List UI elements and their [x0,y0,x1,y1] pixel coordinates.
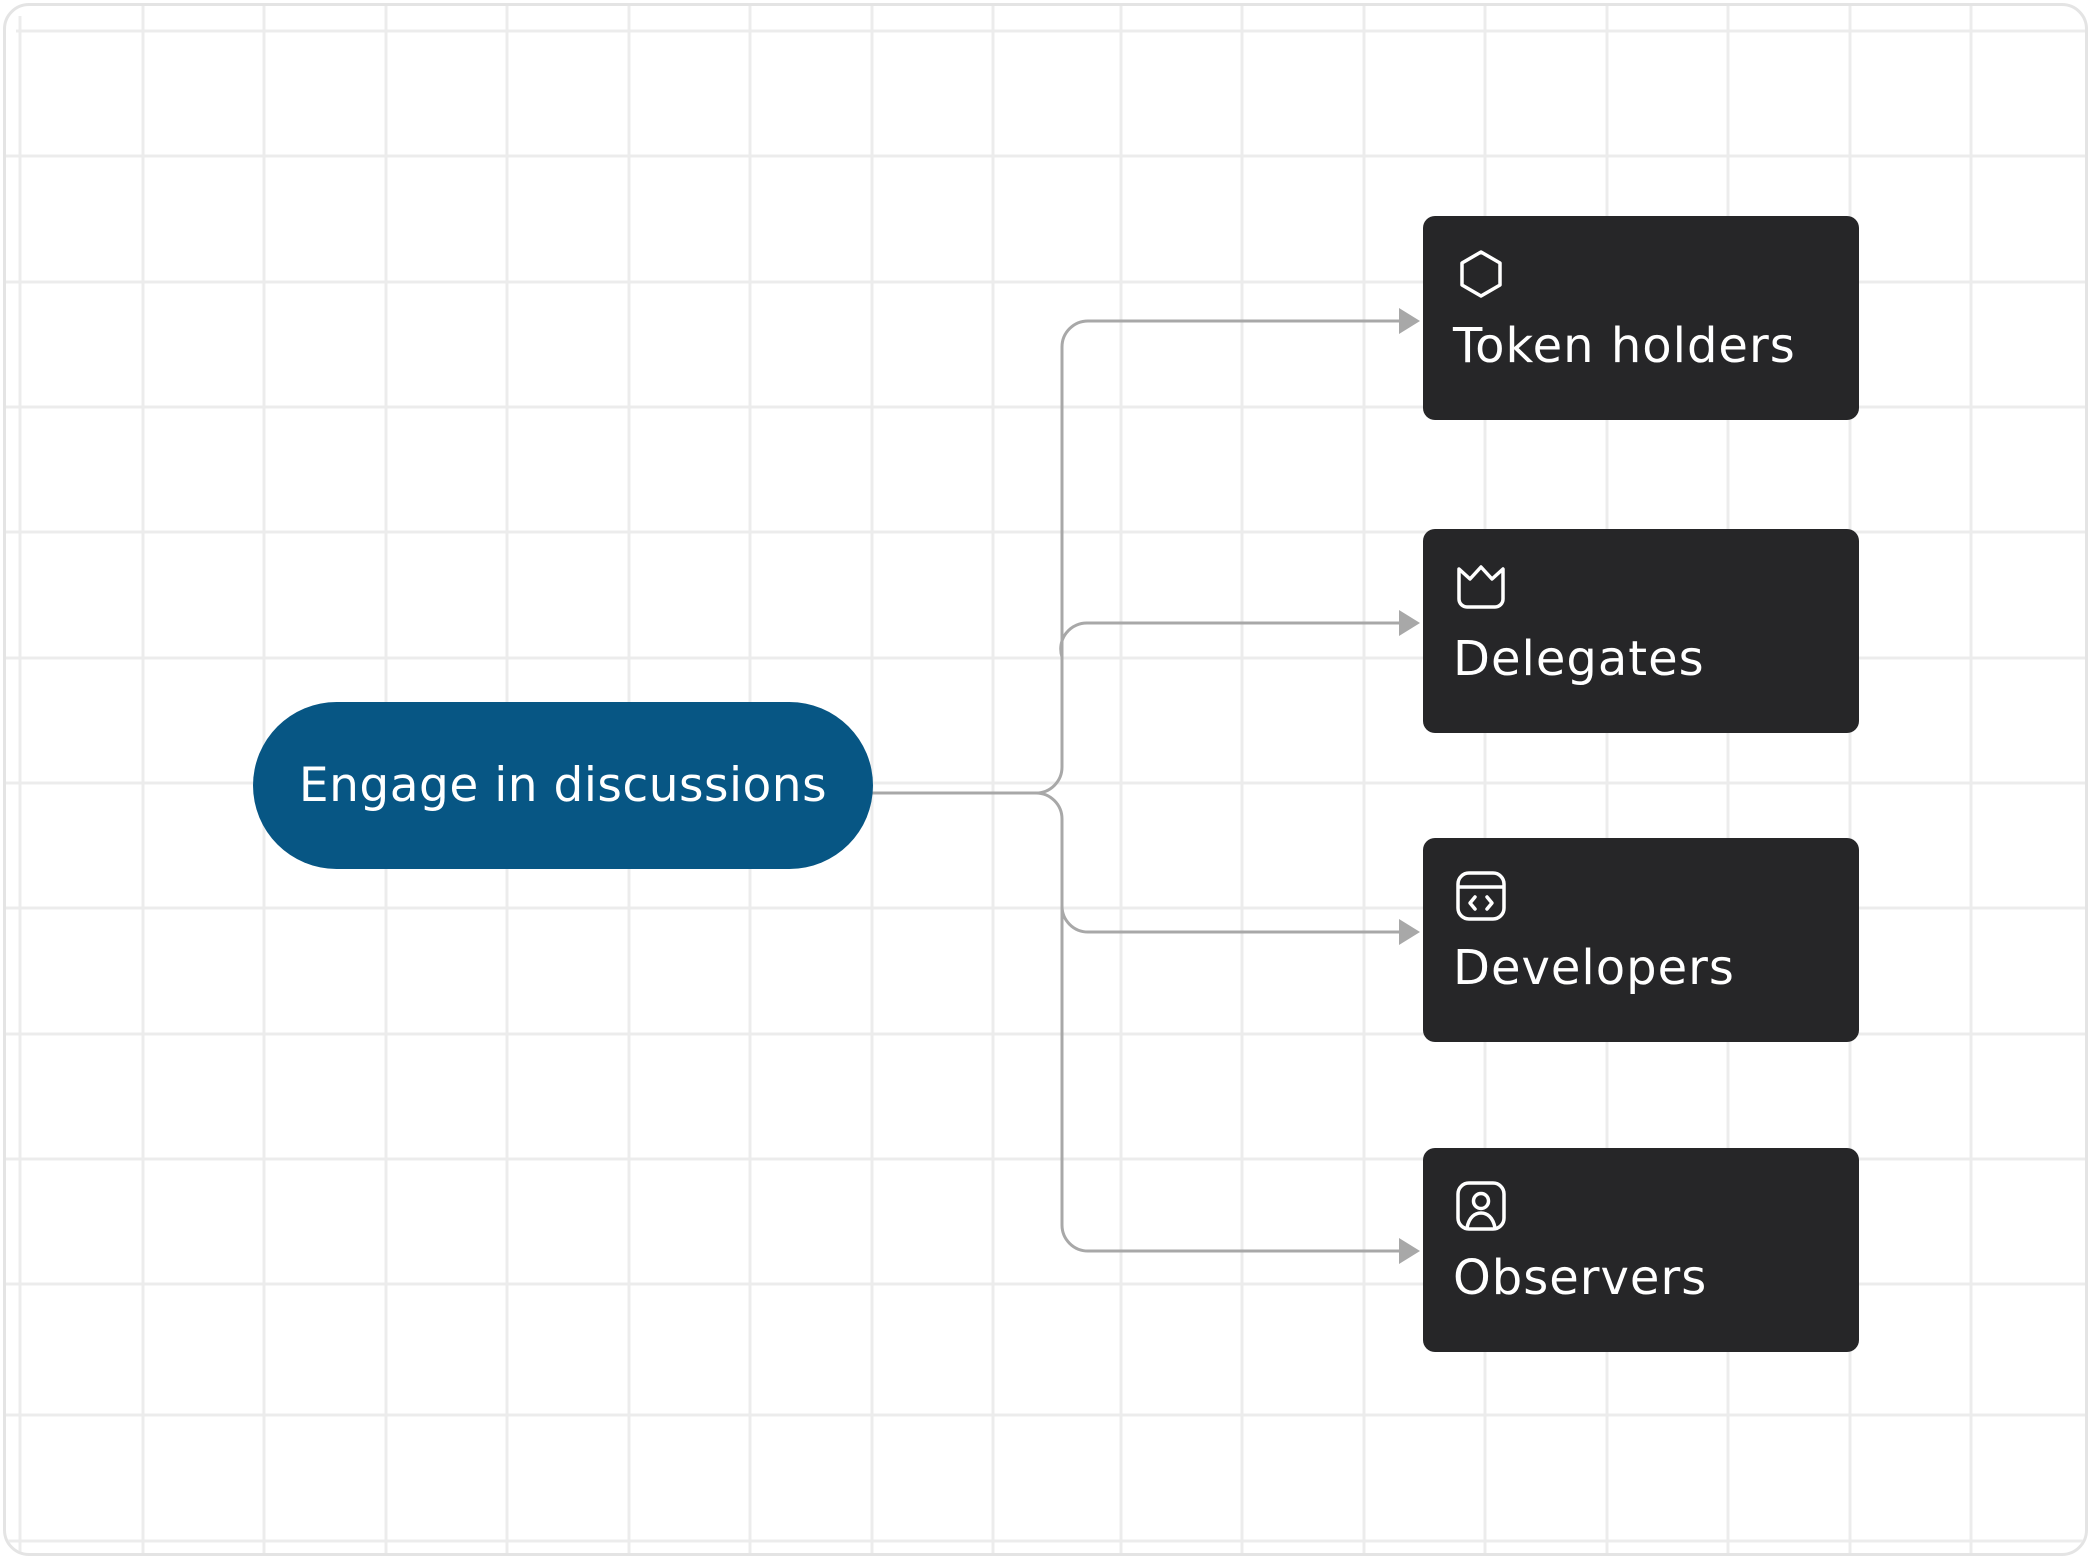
connector-developers [1034,791,1403,934]
target-card-developers[interactable]: Developers [1423,838,1859,1042]
arrowhead-token-holders [1399,308,1420,334]
connector-token-holders [871,319,1403,795]
target-card-delegates[interactable]: Delegates [1423,529,1859,733]
user-square-icon [1456,1181,1506,1231]
arrowhead-observers [1399,1238,1420,1264]
diagram-canvas: Engage in discussions Token holders Dele… [3,3,2088,1556]
hexagon-icon [1460,250,1502,298]
code-window-icon [1456,871,1506,921]
target-card-label: Observers [1453,1250,1708,1306]
target-card-label: Token holders [1453,318,1796,374]
arrowhead-delegates [1399,610,1420,636]
target-card-label: Delegates [1453,631,1705,687]
source-node-label: Engage in discussions [298,758,828,813]
target-card-token-holders[interactable]: Token holders [1423,216,1859,420]
connector-delegates [1059,621,1403,659]
target-card-observers[interactable]: Observers [1423,1148,1859,1352]
connector-lines [871,308,1420,1264]
arrowhead-developers [1399,919,1420,945]
target-card-label: Developers [1453,940,1735,996]
connector-observers [1060,904,1403,1253]
crown-icon [1457,565,1505,609]
source-node-engage[interactable]: Engage in discussions [253,702,873,869]
